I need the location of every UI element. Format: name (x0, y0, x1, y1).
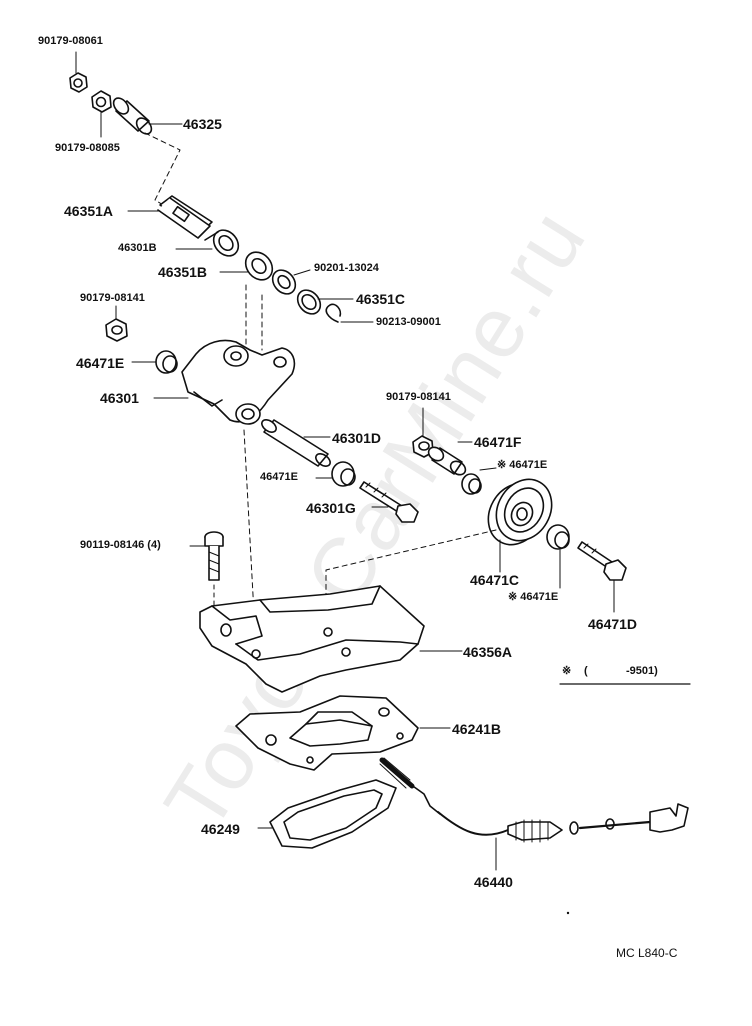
drawing-reference: MC L840-C (616, 946, 678, 960)
label-90179-08085: 90179-08085 (55, 142, 120, 154)
pin-46301D (261, 419, 331, 467)
seal-46249 (257, 779, 397, 849)
label-90179-08141-left: 90179-08141 (80, 292, 145, 304)
label-90201-13024: 90201-13024 (314, 262, 379, 274)
label-46351A: 46351A (64, 203, 114, 219)
clip-90213-09001 (325, 303, 374, 323)
label-46471E-mark-right-top: ※ 46471E (497, 459, 548, 471)
label-46471D: 46471D (588, 616, 638, 632)
label-46301: 46301 (100, 390, 139, 406)
collar-46325 (112, 97, 183, 135)
label-46440: 46440 (474, 874, 513, 890)
label-46471E-center: 46471E (260, 471, 298, 483)
pulley-46471C (487, 478, 553, 573)
label-46471E-mark-right-bottom: ※ 46471E (508, 591, 559, 603)
nut-90179-08061 (69, 51, 88, 93)
label-90213-09001: 90213-09001 (376, 316, 441, 328)
label-46351C: 46351C (356, 291, 406, 307)
label-46249: 46249 (201, 821, 240, 837)
ring-46351C (296, 289, 354, 315)
yoke-46351A (127, 195, 213, 239)
label-90179-08141-right: 90179-08141 (386, 391, 451, 403)
bushing-46351B (219, 251, 274, 281)
label-46301D: 46301D (332, 430, 382, 446)
label-46241B: 46241B (452, 721, 502, 737)
footnote-mark: ※ (562, 665, 572, 677)
mark-symbol: ※ (497, 459, 507, 471)
label-90179-08061: 90179-08061 (38, 35, 103, 47)
bolt-90119-08146 (189, 531, 224, 611)
bushing-46471E-right-top (461, 467, 497, 495)
bolt-46301G (359, 481, 419, 523)
collar-46471F (427, 441, 473, 476)
cable-46440 (379, 757, 689, 871)
lever-46301 (153, 339, 296, 425)
label-46351B: 46351B (158, 264, 208, 280)
label-46471E-left: 46471E (76, 355, 125, 371)
washer-90201-13024 (271, 269, 311, 295)
mark-symbol: ※ (508, 591, 518, 603)
label-46325: 46325 (183, 116, 222, 132)
label-46356A: 46356A (463, 644, 513, 660)
label-46301B: 46301B (118, 242, 157, 254)
bracket-46356A (199, 585, 463, 693)
nut-90179-08085 (91, 90, 112, 138)
label-90119-08146: 90119-08146 (4) (80, 539, 161, 551)
bolt-46471D (577, 541, 627, 613)
plate-46241B (235, 695, 451, 771)
bushing-46471E-center (315, 461, 356, 487)
bushing-46301B (175, 229, 240, 257)
bushing-46471E-right-bottom (546, 524, 570, 589)
label-46471F: 46471F (474, 434, 522, 450)
label-46301G: 46301G (306, 500, 356, 516)
label-46471C: 46471C (470, 572, 520, 588)
footnote-range: -9501) (626, 665, 658, 677)
nut-90179-08141-left (105, 305, 128, 342)
footnote-open: ( (584, 665, 588, 677)
bushing-46471E-left (131, 350, 178, 374)
